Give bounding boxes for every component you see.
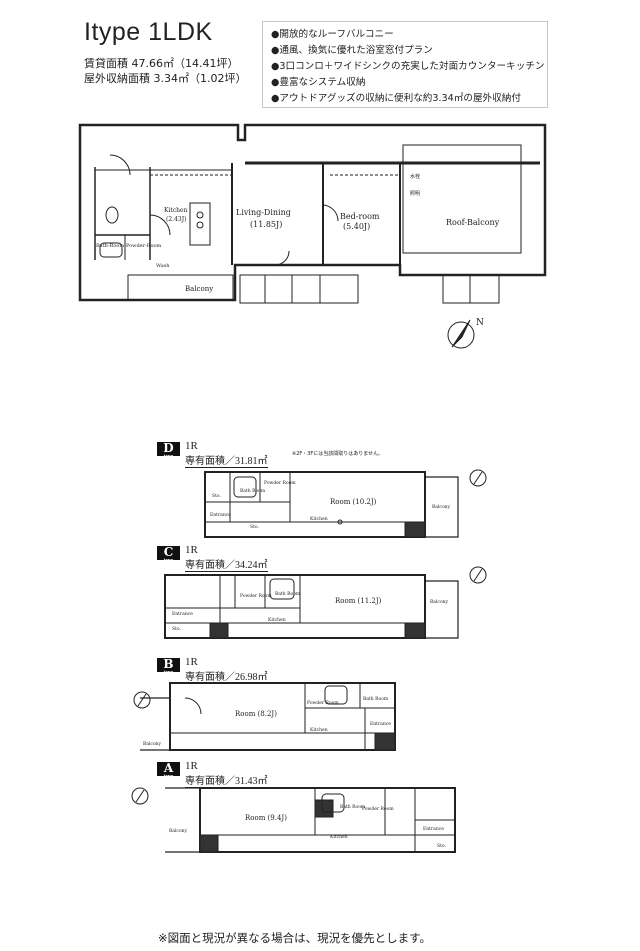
powder-label: Powder Room (307, 700, 339, 706)
bed-size: (5.40J) (343, 222, 370, 231)
kitchen-label: Kitchen (330, 834, 348, 840)
feature-item: ●アウトドアグッズの収納に便利な約3.34㎡の屋外収納付 (271, 93, 521, 104)
room-code: 1R (185, 760, 198, 772)
type-sublabel: type (163, 773, 174, 778)
type-a-floor-plan: Room (9.4J) Bath Room Powder Room Entran… (165, 787, 456, 853)
entrance-label: Entrance (172, 611, 193, 617)
kitchen-label: Kitchen (164, 207, 188, 214)
type-sublabel: type (163, 669, 174, 674)
powder-label: Powder Room (264, 480, 296, 486)
faucet-label: 水栓 (410, 173, 420, 180)
feature-item: ●開放的なルーフバルコニー (271, 29, 394, 40)
storage-label: Sto. (437, 843, 447, 849)
type-sublabel: type (163, 453, 174, 458)
compass-icon (133, 691, 151, 709)
powder-label: Powder-Room (126, 243, 161, 249)
living-label: Living-Dining (236, 208, 291, 217)
powder-label: Powder Room (362, 806, 394, 812)
feature-item: ●3口コンロ＋ワイドシンクの充実した対面カウンターキッチン (271, 61, 545, 72)
main-floor-plan: N Living-Dining (11.85J) Bed-room (5.40J… (78, 123, 547, 349)
bath-label: Bath Room (240, 488, 266, 494)
kitchen-label: Kitchen (268, 617, 286, 623)
storage-label: Sto. (212, 493, 222, 499)
feature-item: ●豊富なシステム収納 (271, 77, 366, 88)
plan-note: ※2F・3Fには当該間取りはありません。 (292, 451, 384, 457)
storage-label: Sto. (250, 524, 260, 530)
bath-label: Bath Room (340, 804, 366, 810)
type-letter: A (163, 761, 174, 775)
kitchen-label: Kitchen (310, 727, 328, 733)
living-size: (11.85J) (250, 220, 282, 229)
type-letter: B (163, 657, 174, 671)
compass-icon (469, 566, 487, 584)
compass-icon (131, 787, 149, 805)
svg-text:N: N (476, 318, 484, 328)
room-label: Room (8.2J) (235, 710, 277, 718)
room-code: 1R (185, 440, 198, 452)
entrance-label: Entrance (210, 512, 231, 518)
bath-label: Bath Room (275, 591, 301, 597)
rent-area: 賃貸面積 47.66㎡（14.41坪） (84, 57, 239, 70)
type-c-floor-plan: Room (11.2J) Powder Room Bath Room Entra… (164, 574, 459, 639)
room-code: 1R (185, 656, 198, 668)
bath-label: Bath-Room (96, 243, 124, 249)
room-label: Room (9.4J) (245, 814, 287, 822)
features-box: ●開放的なルーフバルコニー ●通風、換気に優れた浴室窓付プラン ●3口コンロ＋ワ… (262, 21, 548, 108)
footer-note: ※図面と現況が異なる場合は、現況を優先とします。 (158, 931, 431, 945)
feature-item: ●通風、換気に優れた浴室窓付プラン (271, 45, 433, 56)
room-label: Room (10.2J) (330, 498, 377, 506)
balcony-label: Balcony (169, 828, 188, 834)
bed-label: Bed-room (340, 212, 380, 221)
wash-label: Wash (156, 263, 170, 269)
balcony-label: Balcony (432, 504, 451, 510)
outdoor-storage-area: 屋外収納面積 3.34㎡（1.02坪） (84, 72, 247, 85)
room-code: 1R (185, 544, 198, 556)
entrance-label: Entrance (423, 826, 444, 832)
type-letter: C (163, 545, 174, 559)
balcony-label: Balcony (185, 285, 213, 293)
storage-label: Sto. (172, 626, 182, 632)
type-d-floor-plan: Room (10.2J) Bath Room Powder Room Sto. … (204, 471, 459, 538)
type-letter: D (163, 441, 174, 455)
exclusive-area: 専有面積／31.81㎡ (185, 452, 268, 468)
light-label: 照明 (410, 191, 420, 197)
exclusive-area: 専有面積／34.24㎡ (185, 556, 268, 572)
balcony-label: Balcony (430, 599, 449, 605)
entrance-label: Entrance (370, 721, 391, 727)
balcony-label: Balcony (143, 741, 162, 747)
room-label: Room (11.2J) (335, 597, 382, 605)
type-sublabel: type (163, 557, 174, 562)
roof-balcony-label: Roof-Balcony (446, 218, 500, 227)
kitchen-size: (2.43J) (166, 216, 186, 223)
plan-title: Itype 1LDK (84, 18, 213, 46)
kitchen-label: Kitchen (310, 516, 328, 522)
powder-label: Powder Room (240, 593, 272, 599)
compass-icon (469, 469, 487, 487)
bath-label: Bath Room (363, 696, 389, 702)
type-b-floor-plan: Room (8.2J) Powder Room Bath Room Entran… (140, 682, 396, 751)
